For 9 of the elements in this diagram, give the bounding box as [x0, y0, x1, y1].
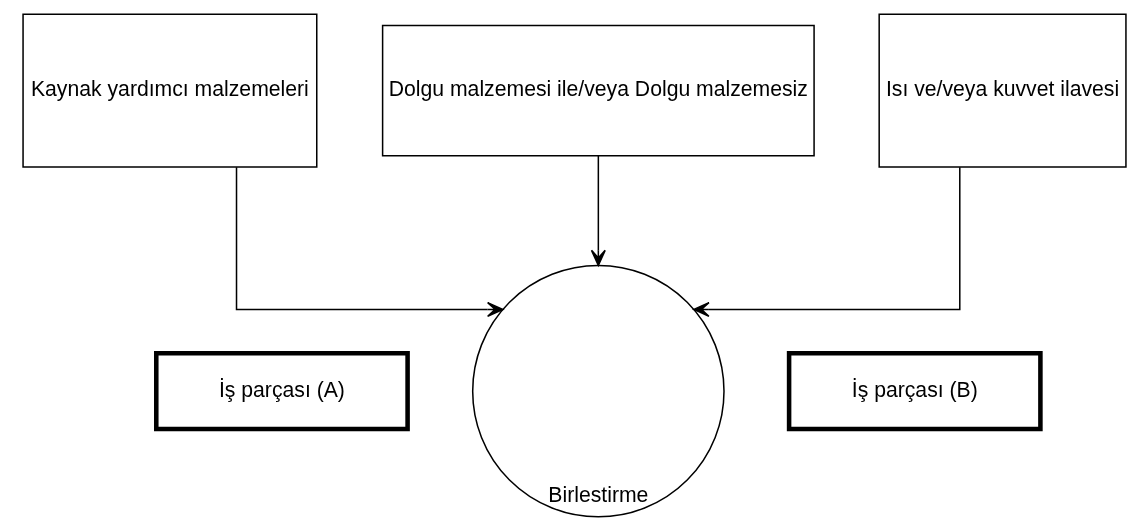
- node-box: Isı ve/veya kuvvet ilavesi: [877, 13, 1127, 168]
- node-box: Kaynak yardımcı malzemeleri: [21, 13, 317, 168]
- arrow: [235, 166, 504, 317]
- node-circle: Birlestirme: [471, 264, 725, 518]
- node-box: İş parçası (A): [153, 351, 410, 432]
- node-box: Dolgu malzemesi ile/veya Dolgu malzemesiz: [381, 24, 815, 157]
- node-box: İş parçası (B): [786, 351, 1043, 432]
- arrow: [590, 155, 606, 267]
- arrow: [692, 166, 961, 317]
